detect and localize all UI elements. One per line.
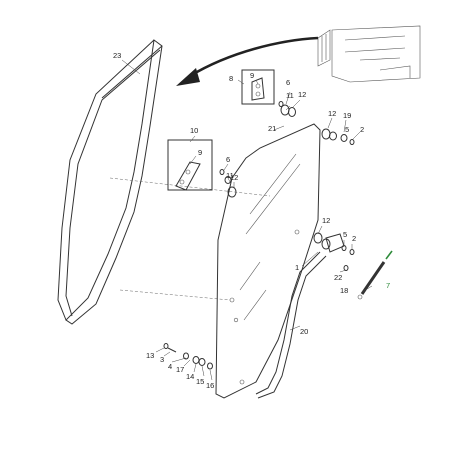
callout-6: 6	[286, 78, 290, 87]
callout-5b: 5	[343, 230, 347, 239]
callout-10: 10	[190, 126, 198, 135]
callout-6b: 6	[226, 155, 230, 164]
callout-5: 5	[345, 125, 349, 134]
callout-22: 22	[334, 273, 342, 282]
callout-11b: 11	[226, 171, 234, 180]
gas-strut	[357, 250, 393, 300]
callout-12d: 12	[322, 216, 330, 225]
hardware-parts	[163, 101, 355, 370]
callout-14: 14	[186, 372, 194, 381]
direction-arrow	[176, 36, 319, 86]
door-seal	[57, 39, 163, 325]
callout-7: 7	[386, 281, 390, 290]
callout-17: 17	[176, 365, 184, 374]
handle-bar	[255, 233, 345, 399]
callout-20: 20	[300, 327, 308, 336]
callout-9b: 9	[198, 148, 202, 157]
callout-16: 16	[206, 381, 214, 390]
callout-12: 12	[298, 90, 306, 99]
callout-15: 15	[196, 377, 204, 386]
door-glass-panel	[215, 123, 321, 399]
alignment-lines	[109, 177, 271, 301]
callout-4: 4	[168, 362, 172, 371]
callout-8: 8	[229, 74, 233, 83]
callout-1: 1	[295, 263, 299, 272]
callout-9: 9	[250, 71, 254, 80]
callout-23: 23	[113, 51, 121, 60]
callout-labels: 23 8 9 6 11 12 21 12 19 5 2 10 9 6 11 12…	[113, 51, 390, 390]
lower-hinge	[167, 139, 213, 191]
callout-12c: 12	[230, 173, 238, 182]
callout-12b: 12	[328, 109, 336, 118]
upper-hinge	[241, 69, 275, 105]
callout-11: 11	[286, 91, 294, 100]
callout-18: 18	[340, 286, 348, 295]
callout-2: 2	[360, 125, 364, 134]
cab-corner-sketch	[317, 25, 421, 83]
callout-19: 19	[343, 111, 351, 120]
leader-lines	[121, 59, 373, 381]
callout-2b: 2	[352, 234, 356, 243]
callout-21: 21	[268, 124, 276, 133]
callout-13: 13	[146, 351, 154, 360]
callout-3: 3	[160, 355, 164, 364]
